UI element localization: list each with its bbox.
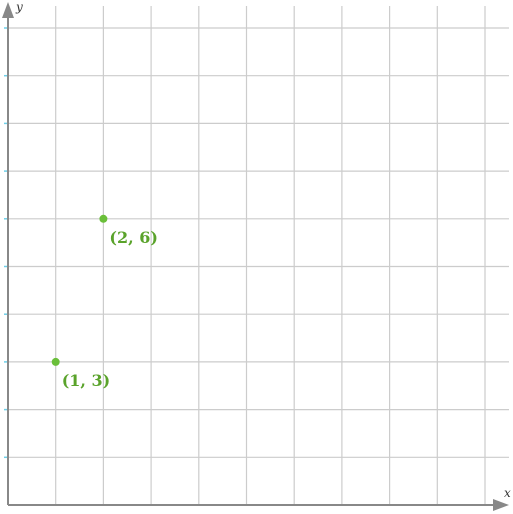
data-points: (1, 3) (2, 6) bbox=[51, 214, 158, 390]
data-point bbox=[99, 214, 108, 223]
data-point-label: (1, 3) bbox=[62, 371, 111, 390]
data-point-label: (2, 6) bbox=[109, 228, 158, 247]
y-axis-arrow-icon bbox=[2, 2, 14, 18]
data-point bbox=[51, 357, 60, 366]
axes bbox=[2, 2, 509, 511]
x-axis-label: x bbox=[504, 486, 511, 500]
y-tick-marks bbox=[4, 27, 7, 459]
x-axis-arrow-icon bbox=[493, 499, 509, 511]
y-axis-label: y bbox=[15, 0, 23, 14]
grid-lines bbox=[8, 6, 509, 505]
